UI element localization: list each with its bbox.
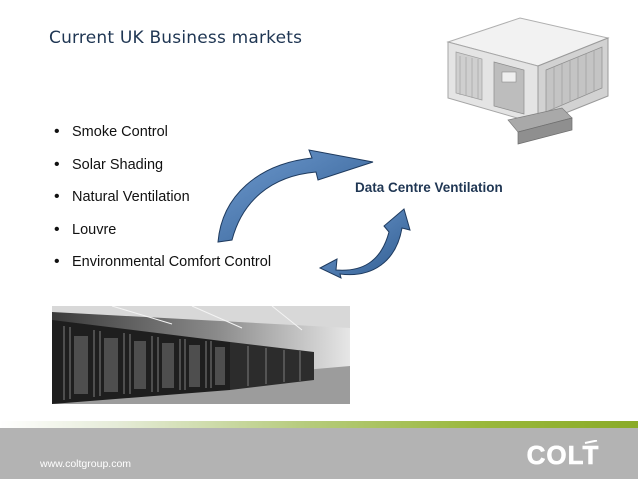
- slide-title: Current UK Business markets: [49, 28, 303, 48]
- data-centre-racks-image: [52, 306, 350, 404]
- market-list: Smoke Control Solar Shading Natural Vent…: [38, 123, 271, 287]
- footer-bar: www.coltgroup.com: [0, 428, 638, 479]
- colt-logo: COLT: [526, 440, 600, 470]
- data-centre-ventilation-label: Data Centre Ventilation: [355, 180, 503, 195]
- market-item: Solar Shading: [38, 156, 271, 190]
- market-item: Environmental Comfort Control: [38, 253, 271, 287]
- market-item: Louvre: [38, 221, 271, 255]
- colt-logo-text: COLT: [527, 440, 600, 470]
- market-item: Smoke Control: [38, 123, 271, 157]
- curved-arrow-lower: [318, 208, 411, 279]
- ventilation-unit-image: [446, 17, 610, 145]
- curved-arrow-upper: [217, 149, 374, 243]
- footer-url: www.coltgroup.com: [40, 458, 132, 470]
- market-item: Natural Ventilation: [38, 188, 271, 222]
- footer-accent-stripe: [0, 421, 638, 428]
